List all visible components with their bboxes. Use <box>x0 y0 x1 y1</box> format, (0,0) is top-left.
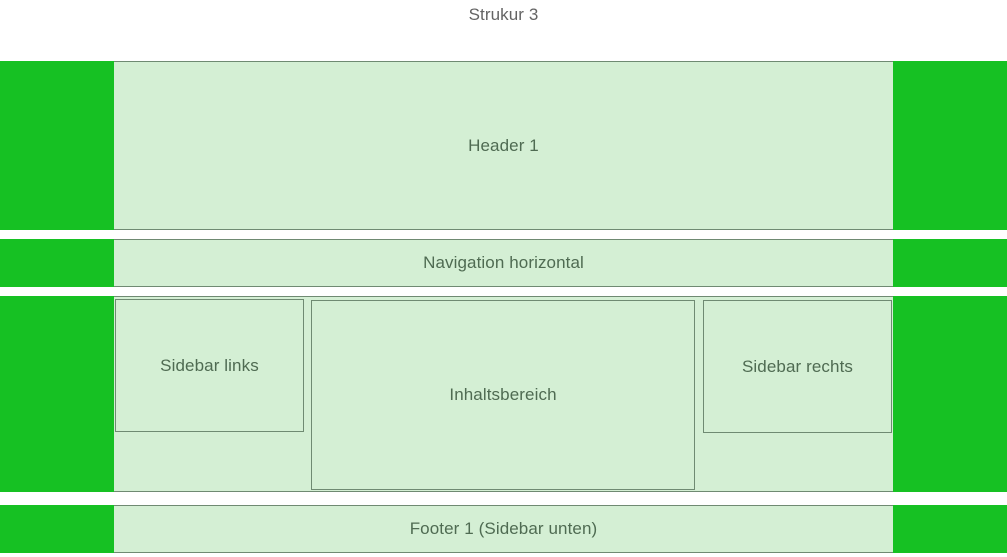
navigation-left-green-column <box>0 239 114 287</box>
navigation-label: Navigation horizontal <box>423 253 584 272</box>
header-left-green-column <box>0 61 114 230</box>
footer-panel[interactable]: Footer 1 (Sidebar unten) <box>114 505 893 553</box>
header-panel[interactable]: Header 1 <box>114 61 893 230</box>
content-row: Sidebar links Inhaltsbereich Sidebar rec… <box>0 296 1007 492</box>
content-right-green-column <box>893 296 1007 492</box>
content-main-label: Inhaltsbereich <box>449 385 557 404</box>
header-label: Header 1 <box>468 135 539 155</box>
sidebar-left-box[interactable]: Sidebar links <box>115 299 304 432</box>
header-row: Header 1 <box>0 61 1007 230</box>
navigation-panel[interactable]: Navigation horizontal <box>114 239 893 287</box>
navigation-row: Navigation horizontal <box>0 239 1007 287</box>
page-title: Strukur 3 <box>468 5 539 24</box>
footer-left-green-column <box>0 505 114 553</box>
content-left-green-column <box>0 296 114 492</box>
sidebar-left-label: Sidebar links <box>160 355 259 375</box>
footer-right-green-column <box>893 505 1007 553</box>
content-panel: Sidebar links Inhaltsbereich Sidebar rec… <box>114 296 893 492</box>
sidebar-right-label: Sidebar rechts <box>741 356 853 376</box>
content-main-box[interactable]: Inhaltsbereich <box>311 300 695 490</box>
footer-label: Footer 1 (Sidebar unten) <box>409 519 598 538</box>
sidebar-right-box[interactable]: Sidebar rechts <box>703 300 892 433</box>
navigation-right-green-column <box>893 239 1007 287</box>
header-right-green-column <box>893 61 1007 230</box>
footer-row: Footer 1 (Sidebar unten) <box>0 505 1007 553</box>
